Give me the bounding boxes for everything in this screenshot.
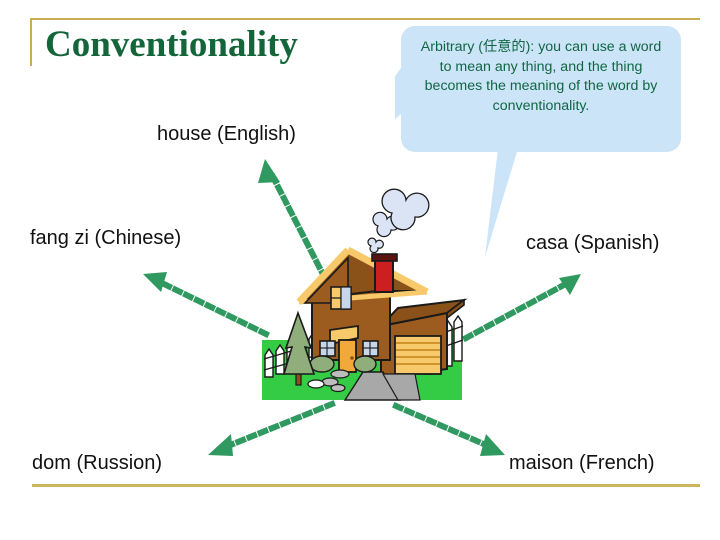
left-accent-rule — [30, 18, 32, 66]
house-illustration — [262, 188, 468, 401]
tree-foliage — [282, 310, 316, 375]
label-maison-french: maison (French) — [509, 452, 655, 474]
stepping-stone-4 — [330, 383, 346, 393]
window-left-mullions — [320, 341, 335, 356]
arrow-to-casa-spanish — [461, 281, 567, 343]
arrow-to-maison-french-head — [480, 434, 505, 456]
arrow-to-fangzi-chinese — [157, 278, 271, 339]
attic-window-glass — [340, 286, 352, 310]
top-accent-rule — [30, 18, 700, 20]
roof-trim-left — [296, 247, 351, 305]
garage-door — [394, 335, 442, 375]
chimney-cap — [371, 253, 398, 262]
arrow-to-dom-russion-head — [208, 434, 233, 456]
garage-door-slats — [396, 342, 440, 365]
page-title: Conventionality — [45, 24, 298, 65]
label-casa-spanish: casa (Spanish) — [526, 232, 660, 254]
door-knob — [350, 356, 354, 360]
chimney — [374, 257, 394, 293]
arrow-to-maison-french — [392, 402, 490, 449]
stepping-stone-3 — [307, 379, 325, 389]
arrow-to-house-english-head — [258, 159, 280, 183]
arrow-to-fangzi-chinese-head — [143, 272, 167, 292]
smoke-puff-small — [367, 237, 384, 254]
driveway — [381, 373, 421, 401]
arrow-to-house-english — [268, 172, 335, 293]
garage-roof-right — [446, 298, 465, 320]
bottom-accent-rule — [32, 484, 700, 487]
arrow-to-dom-russion — [224, 400, 336, 450]
shrub-right — [353, 355, 377, 373]
stepping-stone-1 — [330, 369, 350, 379]
front-door — [338, 339, 357, 373]
label-fangzi-chinese: fang zi (Chinese) — [30, 227, 182, 249]
label-dom-russion: dom (Russion) — [32, 452, 163, 474]
window-right-mullions — [363, 341, 378, 356]
shrub-left — [309, 355, 335, 373]
label-house-english: house (English) — [157, 123, 296, 145]
arrow-to-casa-spanish-head — [559, 274, 581, 295]
